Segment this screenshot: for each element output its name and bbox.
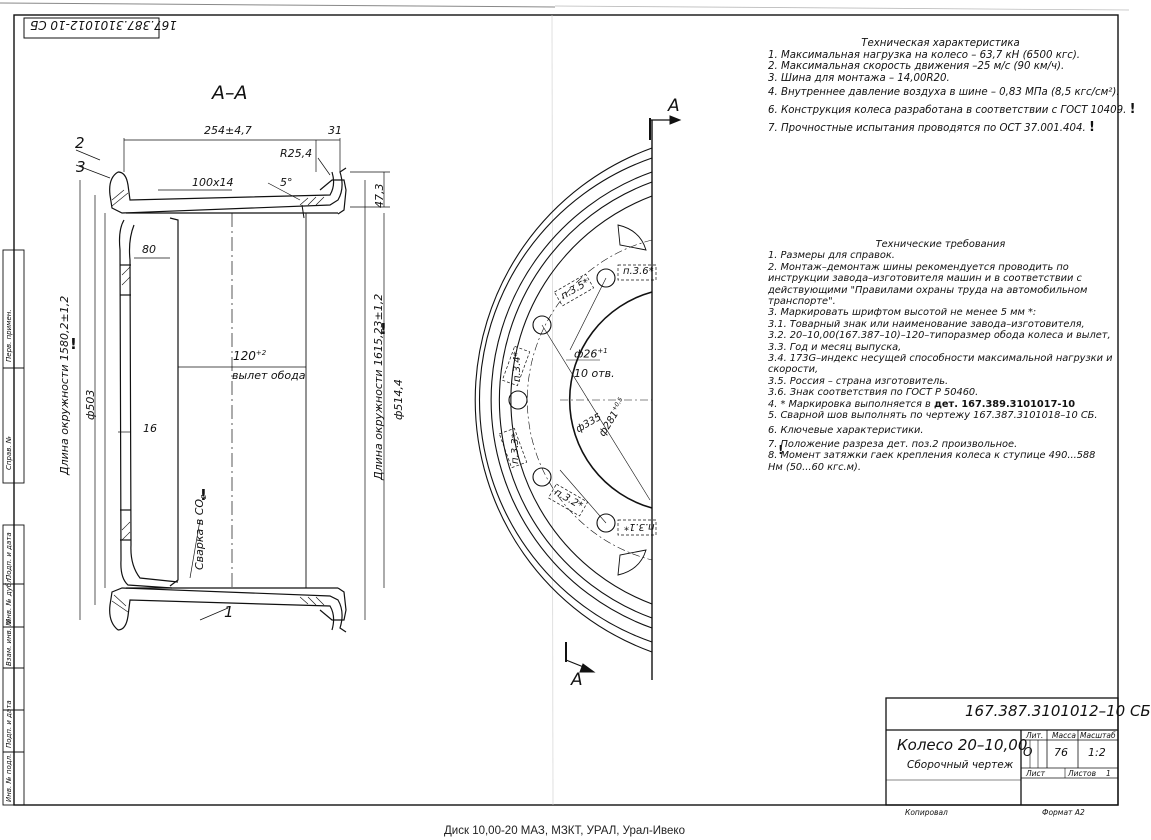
key-mark: ! <box>380 320 387 338</box>
side-label: Инв. № дубл. <box>5 576 13 624</box>
technical-characteristics: Техническая характеристика 1. Максимальн… <box>768 38 1136 135</box>
marking-3-3: п.3.3* <box>510 433 521 464</box>
key-mark: ! <box>200 486 207 504</box>
key-mark: ! <box>70 335 77 353</box>
title-block <box>885 697 1119 806</box>
tech-req-item: 8. Момент затяжки гаек крепления колеса … <box>768 450 1096 473</box>
tech-req-item: 2. Монтаж–демонтаж шины рекомендуется пр… <box>768 261 1088 308</box>
dim-radius: R25,4 <box>280 147 313 160</box>
stamp-mass: 76 <box>1054 746 1068 759</box>
tech-req-item: 7. Положение разреза дет. поз.2 произвол… <box>768 438 1018 450</box>
stamp-lit-label: Лит. <box>1026 731 1044 740</box>
tech-req-item: 3.6. Знак соответствия по ГОСТ Р 50460. <box>768 387 979 399</box>
stamp-sheets: 1 <box>1106 769 1111 778</box>
position-3: 3 <box>76 158 86 176</box>
stamp-format: Формат А2 <box>1042 808 1085 817</box>
tech-req-item: 6. Ключевые характеристики. <box>768 424 924 436</box>
tech-req-item: 3. Маркировать шрифтом высотой не менее … <box>768 307 1037 319</box>
cut-label-bottom: А <box>571 670 583 690</box>
dim-angle: 5° <box>280 176 293 189</box>
position-1: 1 <box>224 603 234 621</box>
dimension-lines <box>75 138 390 621</box>
hole-diameter: ф26+1 <box>574 347 608 361</box>
circumference-left: Длина окружности 1580,2±1,2 <box>58 295 71 475</box>
header-code: 167.387.3101012-10 СБ <box>30 18 177 32</box>
tech-req-item: 3.1. Товарный знак или наименование заво… <box>768 318 1085 330</box>
key-mark: ! <box>778 443 784 457</box>
tech-char-item: 3. Шина для монтажа – 14,00R20. <box>768 72 950 84</box>
stamp-lit: О <box>1023 745 1033 759</box>
dim-100x14: 100x14 <box>192 176 234 189</box>
dim-31: 31 <box>328 124 342 137</box>
stamp-mass-label: Масса <box>1052 731 1076 740</box>
tech-char-item: 1. Максимальная нагрузка на колесо – 63,… <box>768 49 1081 61</box>
stamp-scale-label: Масштаб <box>1080 731 1116 740</box>
tech-char-item: 7. Прочностные испытания проводятся по О… <box>768 119 1095 135</box>
tech-req-item: 5. Сварной шов выполнять по чертежу 167.… <box>768 410 1098 422</box>
stamp-sheets-label: Листов <box>1068 769 1097 778</box>
dim-offset: 120+2 <box>233 349 267 363</box>
stamp-code: 167.387.3101012–10 СБ <box>965 702 1151 720</box>
weld-note: Сварка в CO2 <box>193 494 209 570</box>
marking-3-6: п.3.6* <box>623 266 654 277</box>
side-label: Подп. и дата <box>5 532 13 580</box>
stamp-sheet-label: Лист <box>1026 769 1046 778</box>
tech-req-item: 4. * Маркировка выполняется в дет. 167.3… <box>768 398 1076 410</box>
side-label: Инв. № подл. <box>5 753 13 802</box>
stamp-name: Колесо 20–10,00 <box>897 736 1028 754</box>
tech-char-item: 2. Максимальная скорость движения –25 м/… <box>768 61 1065 73</box>
hole-count: 10 отв. <box>574 367 615 380</box>
cut-label-top: А <box>668 96 680 116</box>
tech-req-item: 3.2. 20–10,00(167.387–10)–120–типоразмер… <box>768 330 1111 342</box>
stamp-scale: 1:2 <box>1088 746 1106 759</box>
dim-16: 16 <box>143 422 157 435</box>
side-stamp <box>2 249 25 806</box>
dim-47-3: 47,3 <box>373 183 386 209</box>
tech-char-title: Техническая характеристика <box>861 38 1020 49</box>
position-2: 2 <box>75 134 85 152</box>
dim-width: 254±4,7 <box>204 124 252 137</box>
side-label: Перв. примен. <box>5 309 13 362</box>
tech-req-item: 3.5. Россия – страна изготовитель. <box>768 375 949 387</box>
side-label: Подп. и дата <box>5 700 13 748</box>
front-view <box>474 120 657 680</box>
tech-req-item: 3.4. 173G–индекс несущей способности мак… <box>768 353 1113 376</box>
dim-80: 80 <box>142 243 156 256</box>
diameter-503: ф503 <box>84 389 97 420</box>
marking-3-1: п.3.1* <box>624 521 655 532</box>
section-label: А–А <box>212 82 248 104</box>
section-view <box>109 167 347 633</box>
stamp-copied: Копировал <box>905 808 948 817</box>
section-cut-markers <box>565 115 682 673</box>
marking-3-4: п.3.4* <box>512 351 523 382</box>
tech-req-title: Технические требования <box>875 239 1006 250</box>
tech-char-item: 4. Внутреннее давление воздуха в шине – … <box>768 87 1120 99</box>
side-label: Взам. инв. № <box>5 618 13 666</box>
technical-requirements: Технические требования 1. Размеры для сп… <box>768 239 1113 473</box>
page-caption: Диск 10,00-20 МАЗ, МЗКТ, УРАЛ, Урал-Ивек… <box>444 825 685 837</box>
tech-req-item: 3.3. Год и месяц выпуска, <box>768 341 902 353</box>
diameter-514: ф514,4 <box>392 379 405 420</box>
side-label: Справ. № <box>5 435 13 470</box>
stamp-subtitle: Сборочный чертеж <box>907 759 1014 771</box>
tech-char-item: 6. Конструкция колеса разработана в соот… <box>768 101 1136 117</box>
dim-offset-label: вылет обода <box>232 369 306 382</box>
tech-req-item: 1. Размеры для справок. <box>768 250 895 262</box>
